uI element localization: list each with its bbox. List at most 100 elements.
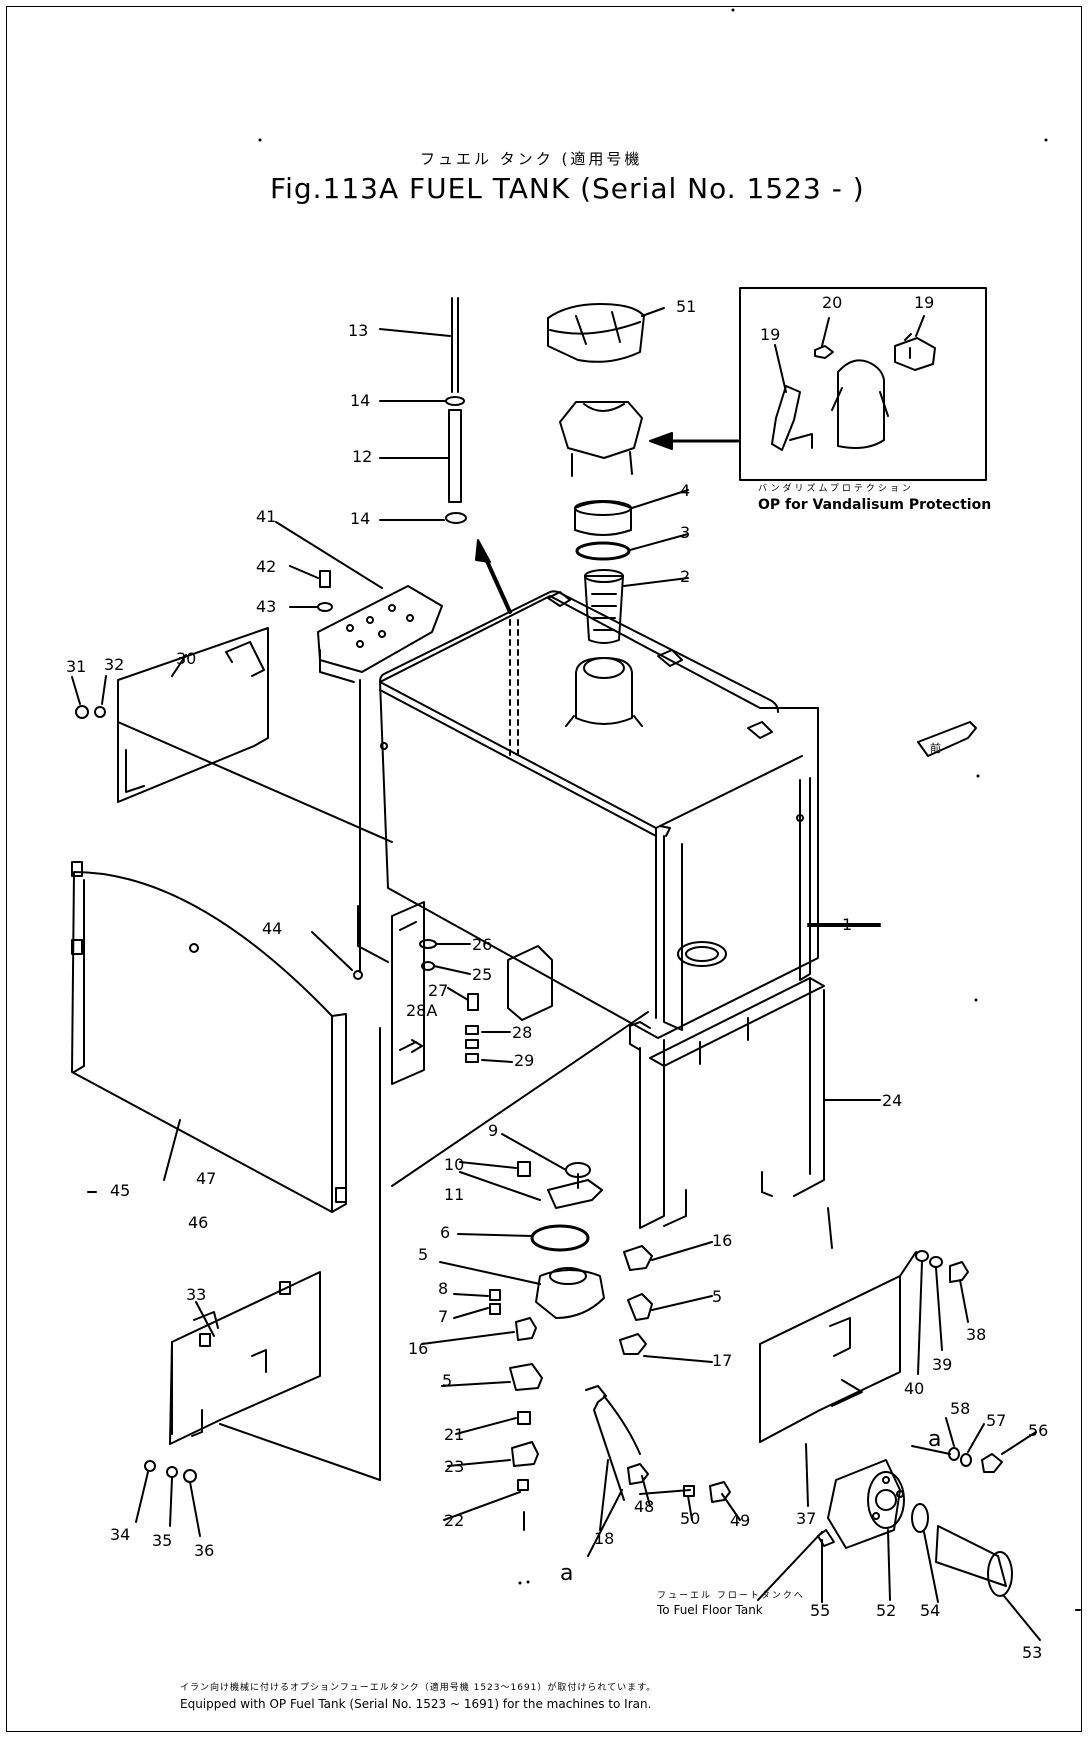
label-9: 9	[488, 1121, 498, 1140]
label-40: 40	[904, 1379, 924, 1398]
label-13: 13	[348, 321, 368, 340]
inset-caption-kana: バンダリズムプロテクション	[758, 484, 914, 494]
label-26: 26	[472, 935, 492, 954]
label-55: 55	[810, 1601, 830, 1620]
label-7: 7	[438, 1307, 448, 1326]
label-30: 30	[176, 649, 196, 668]
filler-bracket	[559, 401, 643, 477]
label-1: 1	[842, 915, 852, 934]
label-51: 51	[676, 297, 696, 316]
label-2: 2	[680, 567, 690, 586]
label-28a: 28A	[406, 1001, 437, 1020]
label-24: 24	[882, 1091, 902, 1110]
part-number-labels: 1 2 3 4 5 5 5 6 7 8 9 10 11 12 13 14 14 …	[66, 293, 1048, 1662]
part-18-pipe	[585, 1385, 741, 1557]
footnote: Equipped with OP Fuel Tank (Serial No. 1…	[180, 1697, 652, 1711]
label-19b: 19	[914, 293, 934, 312]
label-39: 39	[932, 1355, 952, 1374]
label-21: 21	[444, 1425, 464, 1444]
label-11: 11	[444, 1185, 464, 1204]
label-36: 36	[194, 1541, 214, 1560]
label-16a: 16	[712, 1231, 732, 1250]
part-2-strainer	[584, 569, 689, 644]
gauge-pointer-arrow	[475, 539, 519, 761]
label-34: 34	[110, 1525, 130, 1544]
label-4: 4	[680, 481, 690, 500]
label-14b: 14	[350, 509, 370, 528]
label-5c: 5	[442, 1371, 452, 1390]
label-54: 54	[920, 1601, 940, 1620]
label-33: 33	[186, 1285, 206, 1304]
destination-note-kana: フューエル フロートタンクへ	[657, 1591, 805, 1601]
floor-tank-fitting	[757, 1417, 1041, 1641]
svg-text:前: 前	[930, 741, 941, 755]
label-28: 28	[512, 1023, 532, 1042]
label-50: 50	[680, 1509, 700, 1528]
label-45: 45	[110, 1181, 130, 1200]
part-41-bracket	[275, 521, 443, 973]
label-a-2: a	[560, 1561, 573, 1586]
label-32: 32	[104, 655, 124, 674]
scan-specks	[258, 8, 1048, 1585]
label-22: 22	[444, 1511, 464, 1530]
label-23: 23	[444, 1457, 464, 1476]
label-18: 18	[594, 1529, 614, 1548]
part-12-13-gauge-rod	[379, 297, 467, 524]
part-4-cap	[574, 489, 689, 536]
label-12: 12	[352, 447, 372, 466]
forward-arrow-icon: 前	[917, 721, 977, 757]
label-52: 52	[876, 1601, 896, 1620]
part-1-fuel-tank	[379, 590, 881, 1039]
part-30-panel	[71, 627, 393, 843]
label-48: 48	[634, 1497, 654, 1516]
label-37: 37	[796, 1509, 816, 1528]
label-56: 56	[1028, 1421, 1048, 1440]
label-a-1: a	[928, 1427, 941, 1452]
label-3: 3	[680, 523, 690, 542]
label-31: 31	[66, 657, 86, 676]
label-57: 57	[986, 1411, 1006, 1430]
label-10: 10	[444, 1155, 464, 1174]
title-kana: フュエル タンク (適用号機	[420, 150, 643, 168]
page-title: Fig.113A FUEL TANK (Serial No. 1523 - )	[270, 172, 865, 205]
label-47: 47	[196, 1169, 216, 1188]
part-37-panel	[759, 1250, 969, 1507]
inset-pointer-arrow	[649, 432, 740, 450]
stray-dashes	[87, 1191, 1081, 1611]
label-17: 17	[712, 1351, 732, 1370]
label-6: 6	[440, 1223, 450, 1242]
label-27: 27	[428, 981, 448, 1000]
part-45-side-panel	[71, 861, 347, 1213]
footnote-kana: イラン向け機械に付けるオプションフューエルタンク（適用号機 1523～1691）…	[180, 1683, 657, 1693]
label-5b: 5	[712, 1287, 722, 1306]
part-3-ring	[575, 533, 689, 561]
label-42: 42	[256, 557, 276, 576]
destination-note: To Fuel Floor Tank	[657, 1603, 763, 1617]
tank-mount-bracket	[311, 901, 553, 1481]
label-44: 44	[262, 919, 282, 938]
label-20: 20	[822, 293, 842, 312]
inset-box	[739, 287, 987, 481]
label-58: 58	[950, 1399, 970, 1418]
drawing-frame	[6, 6, 1082, 1732]
label-16b: 16	[408, 1339, 428, 1358]
label-41: 41	[256, 507, 276, 526]
label-19a: 19	[760, 325, 780, 344]
label-8: 8	[438, 1279, 448, 1298]
label-43: 43	[256, 597, 276, 616]
label-38: 38	[966, 1325, 986, 1344]
label-53: 53	[1022, 1643, 1042, 1662]
label-46: 46	[188, 1213, 208, 1232]
label-29: 29	[514, 1051, 534, 1070]
part-51-cap	[547, 303, 665, 363]
label-14a: 14	[350, 391, 370, 410]
label-35: 35	[152, 1531, 172, 1550]
label-49: 49	[730, 1511, 750, 1530]
part-24-stand	[391, 977, 881, 1249]
part-33-bottom-panel	[135, 1271, 381, 1537]
drain-valve-assembly	[421, 1133, 713, 1531]
inset-caption: OP for Vandalisum Protection	[758, 497, 992, 513]
label-25: 25	[472, 965, 492, 984]
